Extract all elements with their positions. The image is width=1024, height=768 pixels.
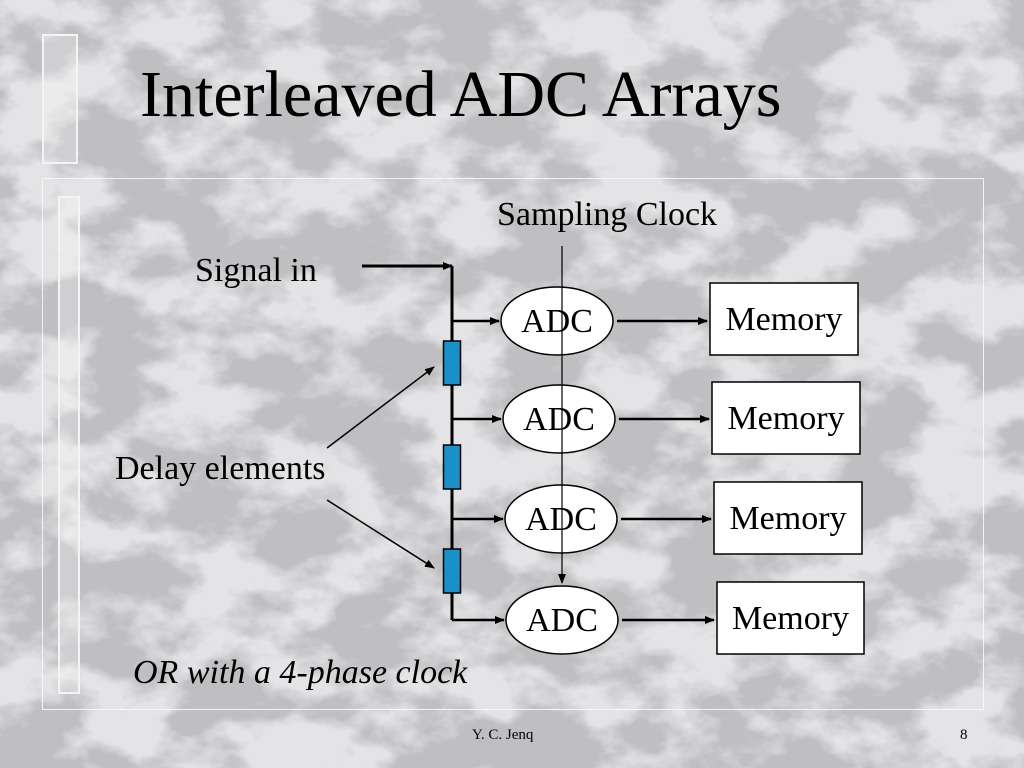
sampling-clock-label: Sampling Clock [497,196,718,233]
adc-3-ellipse [504,484,618,554]
memory-4-box [716,581,865,655]
memory-2-box [711,381,861,455]
memory-3-label: Memory [729,500,847,537]
memory-1-label: Memory [725,301,843,338]
four-phase-clock-note: OR with a 4-phase clock [133,654,468,691]
memory-3-box [713,481,863,555]
adc-1-label: ADC [521,303,593,340]
memory-4-label: Memory [731,600,850,637]
content-frame [42,178,984,710]
memory-2-label: Memory [727,400,845,437]
adc-2-label: ADC [523,401,595,438]
content-decoration-bar [58,196,80,694]
adc-4-label: ADC [526,602,598,639]
adc-3-label: ADC [525,501,597,538]
delay-pointer-arrow-2 [326,499,435,569]
delay-element-2 [442,444,462,490]
delay-element-3 [442,548,462,594]
delay-element-1 [442,340,462,386]
signal-in-label: Signal in [195,252,317,289]
page-number: 8 [960,727,968,743]
footer-author: Y. C. Jenq [472,727,534,743]
adc-1-ellipse [500,286,614,356]
slide-title: Interleaved ADC Arrays [140,58,782,131]
delay-elements-label: Delay elements [115,450,326,487]
adc-2-ellipse [502,384,616,454]
memory-1-box [709,282,859,356]
title-decoration-bar [42,34,78,164]
adc-4-ellipse [505,585,619,655]
delay-pointer-arrow-1 [326,366,435,449]
